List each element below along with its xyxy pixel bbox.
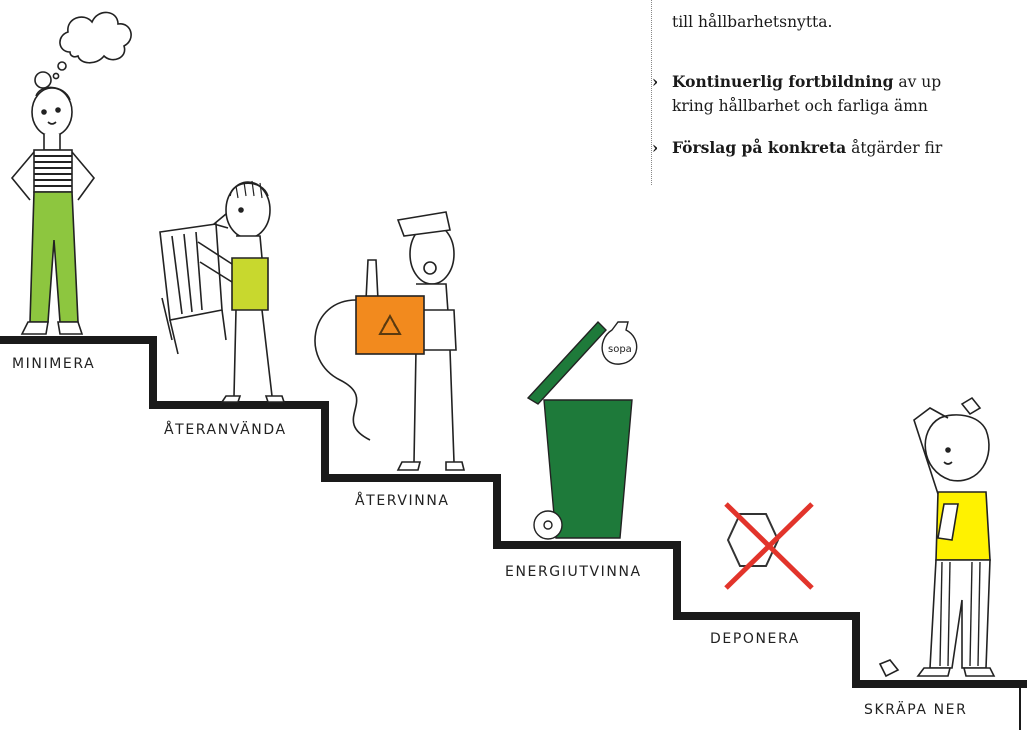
step-label-ateranvanda: ÅTERANVÄNDA [164,422,287,438]
person-ateranvanda [160,181,284,402]
step-label-atervinna: ÅTERVINNA [355,493,450,509]
step-label-deponera: DEPONERA [710,631,800,647]
person-minimera [12,72,94,334]
step-label-minimera: MINIMERA [12,356,95,372]
person-atervinna [315,212,464,470]
step-label-energiutvinna: ENERGIUTVINNA [505,564,642,580]
thought-cloud-icon [53,12,131,78]
bag-label: sopa [608,344,632,355]
no-landfill-icon [726,504,812,588]
staircase-line [0,340,1027,684]
trash-bag: sopa [602,322,637,364]
person-skrapa-ner [880,398,994,676]
step-label-skrapa-ner: SKRÄPA NER [864,702,967,718]
